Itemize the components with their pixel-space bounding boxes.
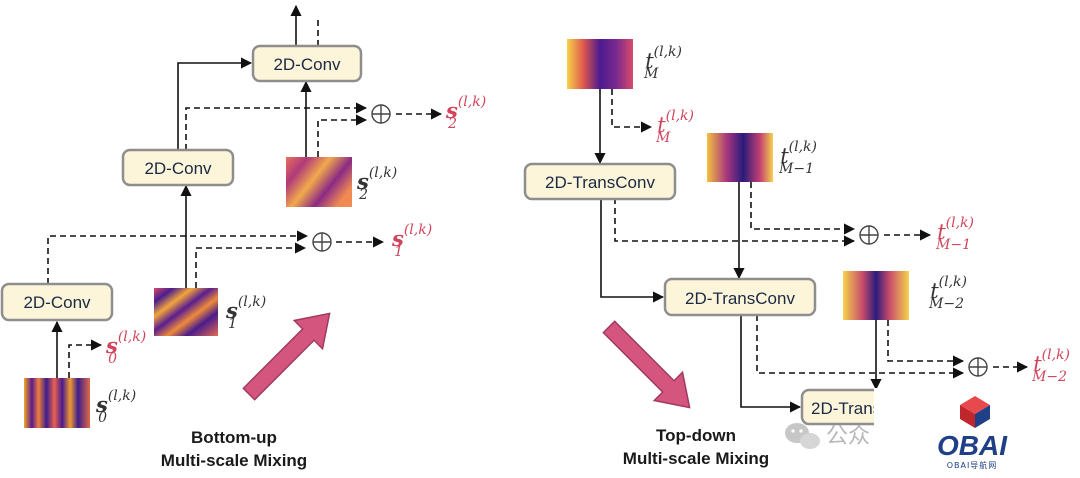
output-label-s0: s(l,k)0 [105, 329, 146, 367]
conv-box-3: 2D-Conv [251, 44, 363, 83]
transconv-box-2: 2D-TransConv [663, 277, 817, 317]
transconv-box-3-label: 2D-Trans [811, 399, 881, 418]
output-label-s1: s(l,k)1 [391, 222, 432, 260]
input-label-s1: s(l,k)1 [225, 294, 266, 332]
conv-box-1: 2D-Conv [0, 282, 114, 322]
heatmap-s2 [286, 157, 352, 207]
conv-box-1-label: 2D-Conv [23, 293, 91, 312]
input-label-s2: s(l,k)2 [356, 165, 397, 203]
wechat-watermark-text: 公众 [826, 424, 870, 449]
wechat-icon [785, 423, 820, 449]
top-down-diagram: 2D-TransConv 2D-TransConv 2D-Trans t(l,k… [523, 39, 1070, 468]
conv-box-3-label: 2D-Conv [273, 55, 341, 74]
transconv-box-2-label: 2D-TransConv [685, 289, 795, 308]
transconv-box-1-label: 2D-TransConv [545, 173, 655, 192]
output-label-tM1: t(l,k)M−1 [935, 215, 974, 253]
bottom-up-diagram: 2D-Conv 2D-Conv 2D-Conv s(l,k)0 s(l,k)1 … [0, 4, 486, 470]
conv-box-2: 2D-Conv [121, 148, 235, 187]
bottom-up-arrow-icon [242, 312, 331, 401]
output-label-tM2: t(l,k)M−2 [1031, 347, 1070, 385]
bottom-up-caption-line1: Bottom-up [191, 428, 277, 447]
heatmap-tM [567, 39, 633, 89]
transconv-box-1: 2D-TransConv [523, 162, 677, 201]
oplus-s2 [371, 104, 391, 124]
input-label-tM: t(l,k)M [643, 44, 682, 82]
output-label-tM: t(l,k)M [655, 108, 694, 146]
obai-logo-subtext: OBAI导航网 [947, 460, 998, 470]
heatmap-s0 [24, 378, 90, 428]
watermark: 公众 OBAI OBAI导航网 [785, 388, 1080, 478]
input-label-s0: s(l,k)0 [95, 388, 136, 426]
top-down-caption-line2: Multi-scale Mixing [623, 449, 769, 468]
top-down-arrow-icon [602, 320, 691, 409]
conv-box-2-label: 2D-Conv [144, 159, 212, 178]
heatmap-s1 [154, 288, 218, 336]
output-label-s2: s(l,k)2 [445, 94, 486, 132]
bottom-up-caption-line2: Multi-scale Mixing [161, 451, 307, 470]
top-down-caption-line1: Top-down [656, 426, 736, 445]
heatmap-tM1 [707, 133, 773, 182]
obai-cube-icon [960, 396, 990, 428]
heatmap-tM2 [843, 271, 909, 320]
oplus-s1 [312, 232, 332, 252]
oplus-tM1 [859, 225, 879, 245]
input-label-tM1: t(l,k)M−1 [778, 139, 817, 177]
input-label-tM2: t(l,k)M−2 [928, 274, 967, 312]
oplus-tM2 [968, 357, 988, 377]
obai-logo-text: OBAI [937, 430, 1008, 461]
